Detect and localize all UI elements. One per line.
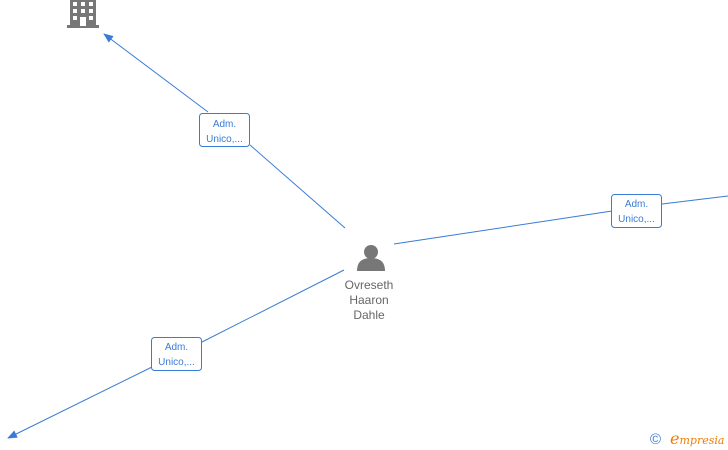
relation-label-line-1: Adm. bbox=[625, 199, 648, 210]
brand-rest: mpresia bbox=[679, 434, 724, 447]
person-name-line-2: Haaron bbox=[349, 293, 388, 307]
brand-initial: e bbox=[670, 429, 679, 448]
company-node[interactable] bbox=[67, 0, 99, 28]
edge-to-company[interactable] bbox=[103, 33, 346, 229]
edge-to-right-entity[interactable] bbox=[393, 195, 728, 245]
person-name-line-3: Dahle bbox=[353, 308, 385, 322]
relation-label-line-1: Adm. bbox=[213, 119, 236, 130]
brand-logo-text: empresia bbox=[670, 429, 724, 448]
relation-label-right-entity[interactable]: Adm. Unico,... bbox=[611, 194, 662, 228]
relation-label-line-2: Unico,... bbox=[158, 357, 195, 368]
empresia-watermark: © empresia bbox=[650, 429, 724, 448]
edge-to-bottom-left-entity[interactable] bbox=[7, 269, 345, 439]
person-node[interactable]: Ovreseth Haaron Dahle bbox=[345, 245, 394, 322]
person-icon bbox=[357, 245, 385, 271]
relation-label-company[interactable]: Adm. Unico,... bbox=[199, 113, 250, 147]
relation-label-line-2: Unico,... bbox=[206, 134, 243, 145]
building-icon bbox=[67, 0, 99, 28]
copyright-symbol: © bbox=[650, 431, 661, 448]
person-name-line-1: Ovreseth bbox=[345, 278, 394, 292]
relation-label-bottom-left-entity[interactable]: Adm. Unico,... bbox=[151, 337, 202, 371]
relation-label-line-2: Unico,... bbox=[618, 214, 655, 225]
relation-label-line-1: Adm. bbox=[165, 342, 188, 353]
